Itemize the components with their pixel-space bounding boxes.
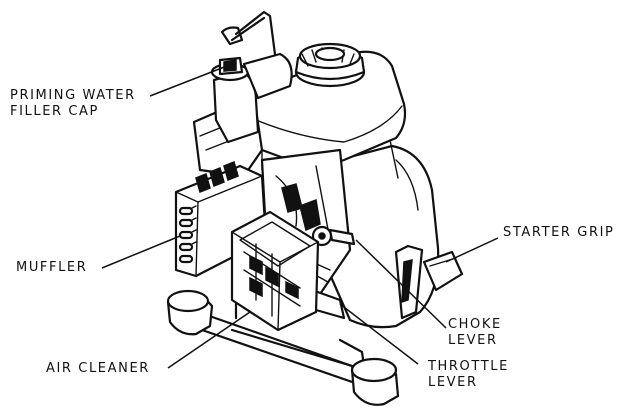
label-choke-lever: LEVER <box>448 333 498 348</box>
label-choke: CHOKE <box>448 317 502 332</box>
engine-block <box>326 144 464 329</box>
label-throttle: THROTTLE <box>428 359 509 374</box>
label-muffler: MUFFLER <box>16 260 88 275</box>
fuel-cap <box>294 42 366 88</box>
leader-air-cleaner <box>167 311 251 369</box>
label-air-cleaner: AIR CLEANER <box>46 361 150 376</box>
label-priming-water: PRIMING WATER <box>10 88 136 103</box>
label-filler-cap: FILLER CAP <box>10 104 99 119</box>
foot-right <box>350 357 400 406</box>
leader-throttle-lever <box>339 303 419 365</box>
foot-left <box>166 289 214 336</box>
label-starter-grip: STARTER GRIP <box>503 225 615 240</box>
leader-muffler <box>101 235 181 269</box>
label-throttle-lever: LEVER <box>428 375 478 390</box>
air-cleaner <box>230 210 320 332</box>
leader-lines <box>101 63 499 369</box>
leader-choke-lever <box>355 239 447 329</box>
leader-priming-cap <box>149 63 233 97</box>
leader-starter-grip <box>445 237 499 263</box>
